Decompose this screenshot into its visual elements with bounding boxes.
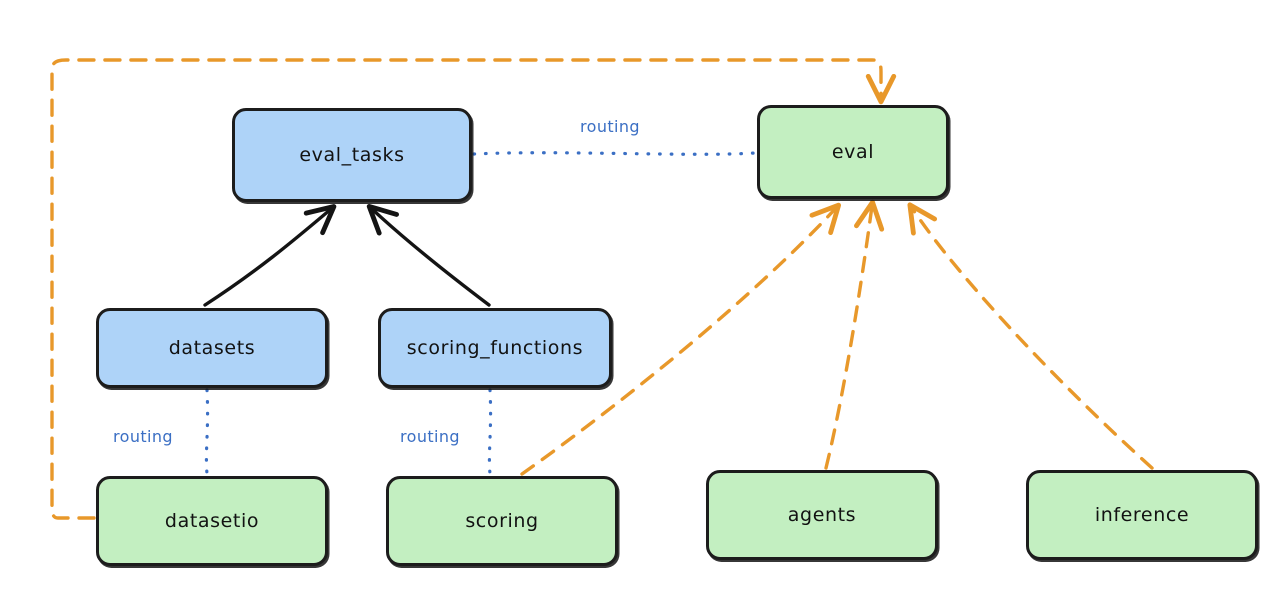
node-inference[interactable]: inference (1026, 470, 1258, 560)
edge-scoring-to-eval (520, 202, 842, 476)
node-datasetio[interactable]: datasetio (96, 476, 328, 566)
node-scoring-label: scoring (465, 510, 539, 532)
edge-datasetio-to-eval (50, 58, 897, 520)
edge-scoring-functions-to-eval-tasks (366, 203, 491, 307)
node-eval-tasks[interactable]: eval_tasks (232, 108, 472, 202)
edge-inference-to-eval (907, 202, 1154, 470)
node-eval-tasks-label: eval_tasks (299, 144, 405, 166)
node-datasets[interactable]: datasets (96, 308, 328, 388)
node-inference-label: inference (1094, 504, 1190, 526)
node-scoring[interactable]: scoring (386, 476, 618, 566)
edge-agents-to-eval (824, 199, 885, 470)
node-datasetio-label: datasetio (164, 510, 260, 532)
node-eval[interactable]: eval (757, 105, 949, 199)
edge-label-routing-eval-tasks-eval: routing (580, 117, 640, 136)
edge-label-routing-scoring-functions-scoring: routing (400, 427, 460, 446)
edge-datasets-to-eval-tasks (203, 204, 337, 307)
node-agents-label: agents (787, 504, 857, 526)
node-scoring-functions-label: scoring_functions (406, 337, 584, 359)
edge-label-routing-datasets-datasetio: routing (113, 427, 173, 446)
node-agents[interactable]: agents (706, 470, 938, 560)
edge-eval-tasks-to-eval (472, 151, 757, 156)
node-eval-label: eval (831, 141, 875, 163)
node-scoring-functions[interactable]: scoring_functions (378, 308, 612, 388)
node-datasets-label: datasets (168, 337, 256, 359)
edge-scoring-functions-to-scoring (487, 388, 493, 476)
edge-datasets-to-datasetio (204, 388, 210, 476)
